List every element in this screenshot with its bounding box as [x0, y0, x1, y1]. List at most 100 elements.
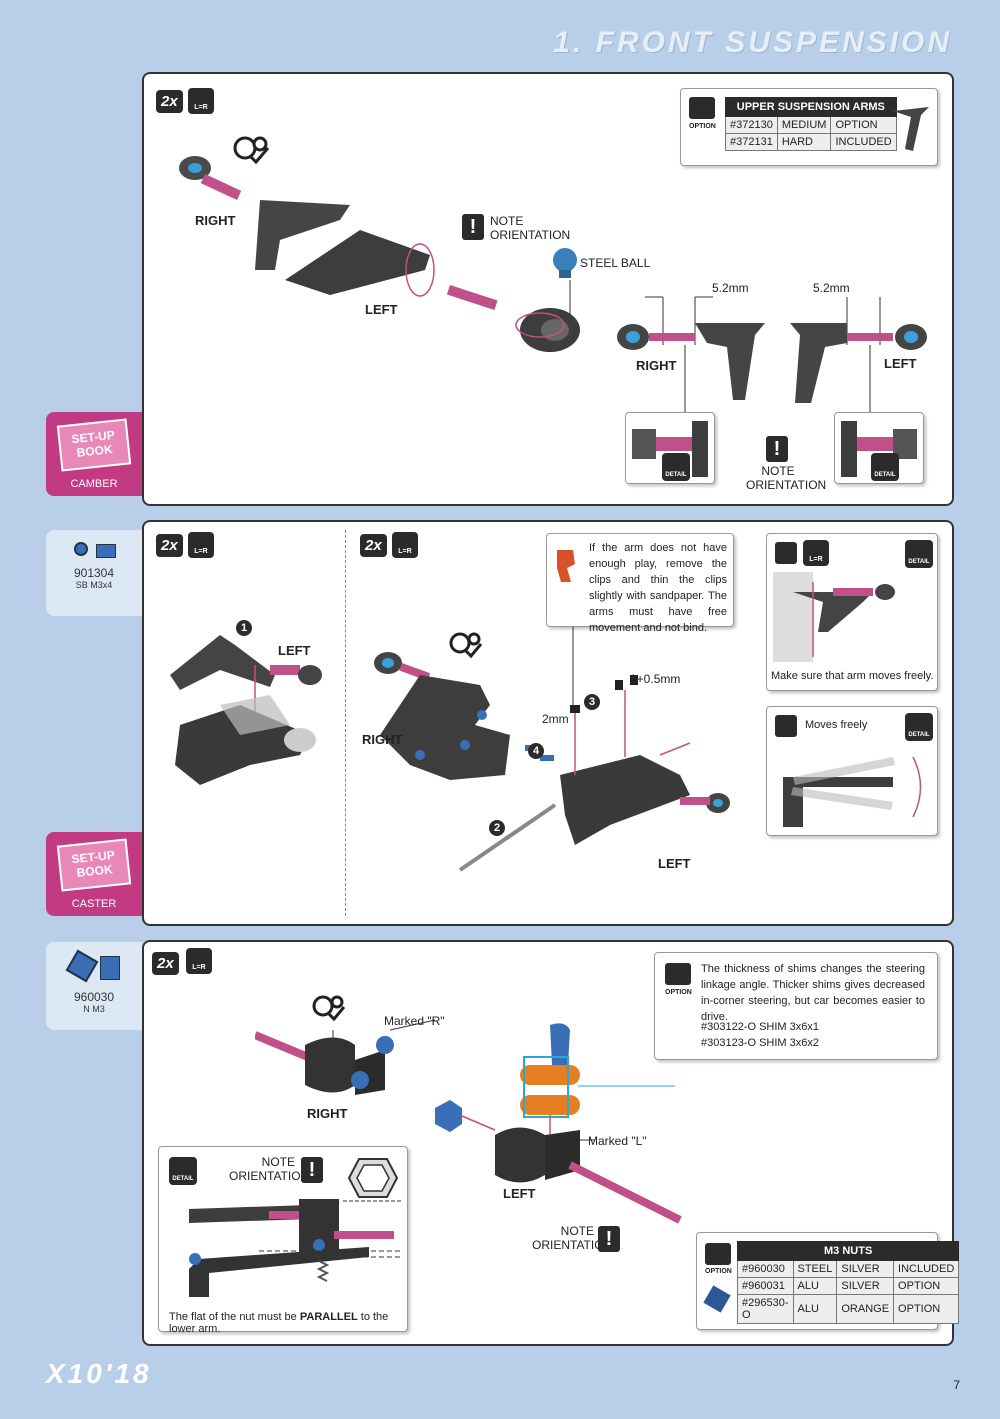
left-ball-end-detail: [841, 421, 917, 477]
left-label: LEFT: [658, 856, 691, 871]
right-label: RIGHT: [307, 1106, 348, 1121]
quantity-badge: 2x: [360, 534, 387, 557]
left-label-2: LEFT: [884, 356, 917, 371]
note-exclamation-icon: !: [462, 214, 484, 240]
note-orientation-label: NOTE ORIENTATION: [490, 214, 571, 242]
moves-freely-drawing: [783, 756, 922, 827]
m3-nuts-option-box: OPTION M3 NUTS #960030 STEEL SILVER INCL…: [696, 1232, 960, 1330]
divider: [345, 530, 346, 916]
setup-book-label: CASTER: [71, 898, 117, 910]
upper-arm-right: [255, 200, 350, 270]
page-title: 1. FRONT SUSPENSION: [553, 26, 952, 59]
step-number: 3: [584, 694, 600, 710]
lower-arm-step1-drawing: [170, 635, 322, 785]
quantity-badge: 2x: [156, 534, 183, 557]
nut-caption: The flat of the nut must be PARALLEL to …: [169, 1311, 389, 1335]
gear-check-icon: [233, 136, 270, 165]
table-row: #296530-O ALU ORANGE OPTION: [737, 1294, 960, 1324]
nut-parallel-drawing: [189, 1199, 401, 1297]
detail-magnify-icon: DETAIL: [905, 540, 933, 568]
detail-box-moves-freely: Moves freely DETAIL: [766, 706, 938, 836]
left-label: LEFT: [278, 643, 311, 658]
note-orientation-label: NOTE ORIENTATION: [229, 1155, 310, 1183]
nut-orientation-detail-box: DETAIL NOTE ORIENTATION ! The flat of th…: [158, 1146, 408, 1335]
thumbs-up-icon: [665, 963, 691, 985]
left-label: LEFT: [365, 302, 398, 317]
turnbuckle: [446, 285, 498, 310]
quantity-badge: 2x: [152, 952, 179, 975]
brand-logo: X10'18: [46, 1358, 152, 1389]
setup-book-caster[interactable]: SET-UP BOOK CASTER: [46, 832, 142, 916]
nut-thumbnail-icon: [703, 1285, 731, 1313]
right-label: RIGHT: [195, 213, 236, 228]
left-right-same-icon: L=R: [186, 948, 212, 974]
setup-book-icon: SET-UP BOOK: [56, 418, 132, 472]
detail-magnify-icon: DETAIL: [871, 453, 899, 481]
steel-ball-label: STEEL BALL: [580, 256, 651, 270]
dimension-left: 5.2mm: [813, 281, 850, 295]
step-number: 2: [489, 820, 505, 836]
arm-check-drawing: [773, 572, 895, 662]
left-upper-arm: [790, 323, 847, 403]
part-name: N M3: [83, 1004, 105, 1014]
ball-end-right: [179, 156, 242, 200]
marked-l-label: Marked "L": [588, 1134, 647, 1148]
note-orientation-label: NOTE ORIENTATION: [532, 1224, 613, 1252]
arm-length-diagram: [617, 296, 927, 425]
m3-nuts-table: M3 NUTS #960030 STEEL SILVER INCLUDED #9…: [736, 1241, 960, 1324]
gear-check-icon: [312, 995, 346, 1022]
note-exclamation-icon: !: [301, 1157, 323, 1183]
clip-note-text: If the arm does not have enough play, re…: [589, 542, 727, 634]
detail-box-right: DETAIL: [625, 412, 715, 484]
left-right-same-icon: L=R: [188, 88, 214, 114]
shim-option-box: OPTION The thickness of shims changes th…: [654, 952, 938, 1060]
dimension-2mm: 2mm: [542, 712, 569, 726]
upper-arms-table: UPPER SUSPENSION ARMS #372130 MEDIUM OPT…: [725, 97, 897, 151]
setup-book-camber[interactable]: SET-UP BOOK CAMBER: [46, 412, 142, 496]
gear-check-icon: [449, 632, 483, 659]
option-label: OPTION: [705, 1268, 732, 1275]
upper-arm-assembly-drawing: [179, 136, 580, 352]
setup-book-label: CAMBER: [70, 478, 118, 490]
shim-option-text: The thickness of shims changes the steer…: [701, 963, 925, 1023]
detail-magnify-icon: DETAIL: [169, 1157, 197, 1185]
part-chip-901304: 901304 SB M3x4: [46, 530, 142, 616]
steering-block-right-drawing: [255, 995, 436, 1095]
clip-note-box: If the arm does not have enough play, re…: [546, 533, 734, 634]
step-number: 4: [528, 743, 544, 759]
steering-block-left-drawing: [435, 1023, 682, 1224]
dimension-1-0-5mm: 1+0.5mm: [630, 672, 681, 686]
right-label-2: RIGHT: [636, 358, 677, 373]
table-row: #372131 HARD INCLUDED: [725, 133, 897, 151]
part-number: 901304: [73, 566, 115, 580]
detail-magnify-icon: DETAIL: [662, 453, 690, 481]
part-chip-960030: 960030 N M3: [46, 942, 142, 1030]
moves-freely-text: Moves freely: [805, 719, 868, 731]
arm-check-text: Make sure that arm moves freely.: [771, 670, 934, 682]
dimension-right: 5.2mm: [712, 281, 749, 295]
detail-box-arm-check: L=R DETAIL Make sure that arm moves free…: [766, 533, 938, 691]
part-name: SB M3x4: [75, 580, 113, 590]
nut-flat-drawing: [343, 1158, 403, 1202]
table-title: UPPER SUSPENSION ARMS: [725, 97, 897, 117]
note-orientation-label: NOTE ORIENTATION: [746, 464, 827, 492]
quantity-badge: 2x: [156, 90, 183, 113]
screw-icon: [72, 542, 116, 558]
clip-icon: [557, 550, 575, 582]
note-exclamation-icon: !: [766, 436, 788, 462]
option-box-upper-arms: OPTION UPPER SUSPENSION ARMS #372130 MED…: [680, 88, 938, 166]
right-upper-arm: [695, 323, 765, 400]
table-title: M3 NUTS: [736, 1241, 960, 1261]
option-label: OPTION: [665, 989, 692, 996]
steel-ball-part: [553, 248, 577, 278]
note-exclamation-icon: !: [598, 1226, 620, 1252]
table-row: #960030 STEEL SILVER INCLUDED: [737, 1260, 960, 1278]
upper-arm-left: [285, 230, 430, 295]
detail-box-left: DETAIL: [834, 412, 924, 484]
left-arm-ball-end: [847, 324, 927, 350]
right-arm-ball-end: [617, 324, 695, 350]
left-right-same-icon: L=R: [392, 532, 418, 558]
table-row: #372130 MEDIUM OPTION: [725, 116, 897, 134]
lower-arm-step2-drawing: [374, 625, 730, 872]
nut-icon: [65, 949, 122, 983]
